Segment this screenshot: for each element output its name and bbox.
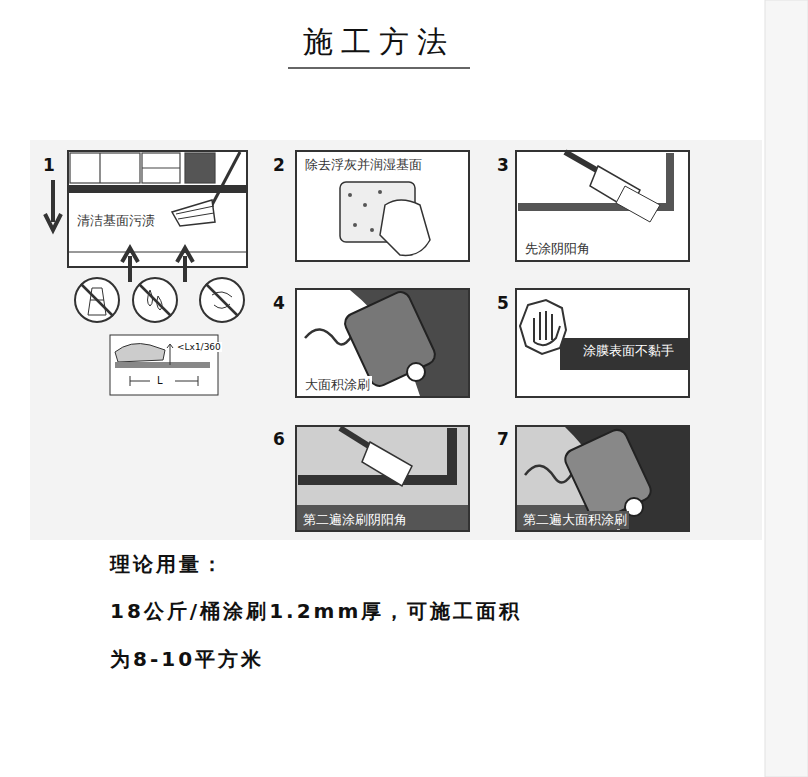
step-caption: 第二遍涂刷阴阳角	[301, 511, 409, 529]
step-caption: 清洁基面污渍	[75, 212, 157, 230]
title-underline	[288, 67, 470, 69]
step-number: 6	[273, 429, 285, 449]
dimension: L	[156, 375, 164, 386]
step-number: 3	[497, 155, 509, 175]
side-strip	[765, 0, 808, 777]
step-caption: 第二遍大面积涂刷	[521, 511, 629, 529]
step-panel: 第二遍大面积涂刷	[515, 425, 690, 532]
step-number: 4	[273, 293, 285, 313]
photo-ground	[30, 140, 762, 540]
step-panel: 除去浮灰并润湿基面	[295, 150, 470, 262]
usage-text: 为8-10平方米	[110, 646, 264, 673]
step-caption: 涂膜表面不黏手	[581, 342, 676, 360]
step-number: 7	[497, 429, 509, 449]
step-panel: 清洁基面污渍	[67, 150, 248, 268]
step-panel: 大面积涂刷	[295, 288, 470, 398]
title: 施工方法	[303, 22, 455, 63]
step-caption: 除去浮灰并润湿基面	[303, 156, 424, 174]
step-number: 5	[497, 293, 509, 313]
step-panel: 先涂阴阳角	[515, 150, 690, 262]
step-caption: 先涂阴阳角	[523, 240, 592, 258]
usage-heading: 理论用量：	[110, 551, 225, 578]
step-caption: 大面积涂刷	[303, 376, 372, 394]
step-number: 2	[273, 155, 285, 175]
usage-text: 18公斤/桶涂刷1.2mm厚，可施工面积	[110, 598, 522, 625]
step-number: 1	[43, 155, 55, 175]
step-panel: 第二遍涂刷阴阳角	[295, 425, 470, 532]
step-panel: 涂膜表面不黏手	[515, 288, 690, 398]
dimension: <Lx1/360	[176, 342, 222, 352]
